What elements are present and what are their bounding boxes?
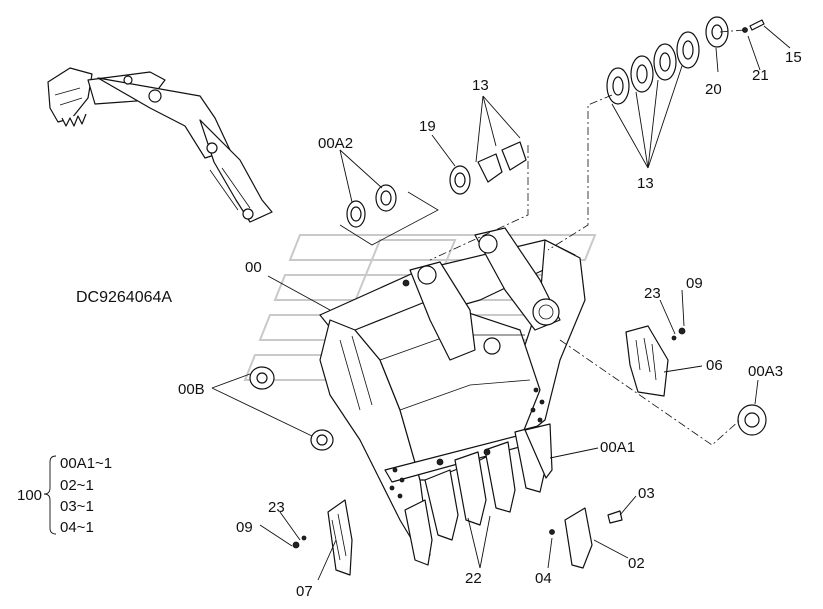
- callout-00a3: 00A3: [748, 363, 783, 380]
- assembly-item-2: 02~1: [60, 477, 94, 494]
- callout-09-left: 09: [236, 519, 253, 536]
- callout-15: 15: [785, 49, 802, 66]
- callout-00b: 00B: [178, 381, 205, 398]
- callout-02: 02: [628, 555, 645, 572]
- excavator-arm-illustration: [47, 67, 273, 223]
- callout-20: 20: [705, 81, 722, 98]
- assembly-item-3: 03~1: [60, 498, 94, 515]
- side-cutter-06: [625, 325, 686, 397]
- bucket-teeth: [404, 423, 553, 566]
- callout-13-right: 13: [637, 175, 654, 192]
- shims-13-and-19: [449, 141, 527, 195]
- seal-00a3: [737, 404, 767, 436]
- callout-21: 21: [752, 67, 769, 84]
- side-cutter-07: [292, 499, 353, 576]
- callout-03: 03: [638, 485, 655, 502]
- assembly-brace: [43, 455, 57, 535]
- callout-13-top: 13: [472, 77, 489, 94]
- shims-13-right: [606, 31, 700, 105]
- drawing-code: DC9264064A: [76, 289, 172, 306]
- callout-04: 04: [535, 570, 552, 587]
- lip-bolt-holes: [389, 387, 545, 499]
- assembly-item-4: 04~1: [60, 519, 94, 536]
- bushing-00b: [249, 366, 334, 451]
- seal-00a2: [339, 184, 439, 246]
- callout-00a2: 00A2: [318, 135, 353, 152]
- callout-22: 22: [465, 570, 482, 587]
- callout-00: 00: [245, 259, 262, 276]
- washer-20: [705, 16, 729, 48]
- center-lines: [429, 29, 745, 446]
- callout-09-right: 09: [686, 275, 703, 292]
- callout-06: 06: [706, 357, 723, 374]
- tooth-02-part: [549, 507, 623, 569]
- callout-19: 19: [419, 118, 436, 135]
- callout-23-left: 23: [268, 499, 285, 516]
- assembly-item-1: 00A1~1: [60, 455, 112, 472]
- callout-07: 07: [296, 583, 313, 600]
- leader-lines: [211, 25, 791, 581]
- callout-23-right: 23: [644, 285, 661, 302]
- callout-00a1: 00A1: [600, 439, 635, 456]
- bolt-15: [749, 19, 765, 31]
- assembly-number: 100: [17, 487, 42, 504]
